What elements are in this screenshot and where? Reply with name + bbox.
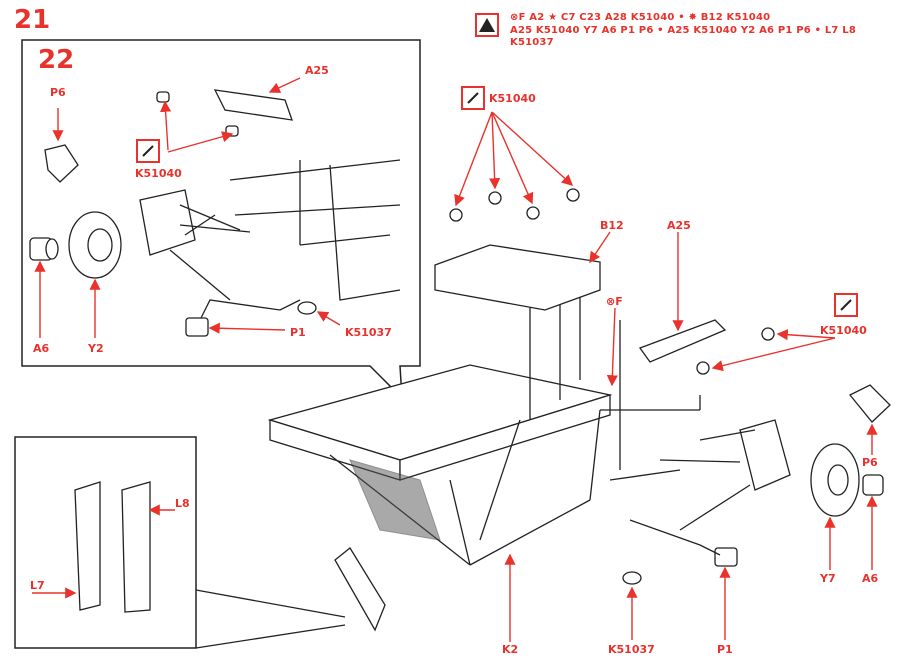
k51040-screw-icon-top (461, 86, 485, 110)
label-inset-k51040: K51040 (135, 167, 182, 180)
parts-list: ⊗F A2 ★ C7 C23 A28 K51040 • ✸ B12 K51040… (510, 12, 900, 50)
label-inset-p1: P1 (290, 326, 306, 339)
parts-list-line-2: A25 K51040 Y7 A6 P1 P6 • A25 K51040 Y2 A… (510, 24, 856, 36)
inset-k51040-screw-icon (136, 139, 160, 163)
label-p6: P6 (862, 456, 878, 469)
label-l7: L7 (30, 579, 45, 592)
a25-part (638, 319, 727, 363)
label-k51037: K51037 (608, 643, 655, 656)
label-l8: L8 (175, 497, 190, 510)
main-chassis-frame (267, 285, 701, 566)
triangle-warning-icon (475, 13, 499, 37)
label-b12: B12 (600, 219, 624, 232)
label-inset-k51037: K51037 (345, 326, 392, 339)
step-number-main: 21 (14, 5, 50, 35)
k51040-screws (449, 188, 775, 375)
label-k2: K2 (502, 643, 518, 656)
inset-box-flaps (14, 436, 197, 649)
label-inset-a25: A25 (305, 64, 329, 77)
parts-list-line-1: ⊗F A2 ★ C7 C23 A28 K51040 • ✸ B12 K51040 (510, 12, 771, 23)
label-a6: A6 (862, 572, 879, 585)
label-top-k51040: K51040 (489, 92, 536, 105)
k51040-screw-icon-right (834, 293, 858, 317)
label-inset-p6: P6 (50, 86, 66, 99)
label-inset-a6: A6 (33, 342, 50, 355)
inset-pointer (195, 589, 346, 649)
inset-suspension-assembly (29, 89, 401, 337)
label-p1: P1 (717, 643, 733, 656)
label-a25: A25 (667, 219, 691, 232)
label-y7: Y7 (819, 572, 836, 585)
b12-part (434, 244, 601, 311)
right-suspension-assembly (629, 384, 891, 567)
label-f: ⊗F (606, 295, 623, 308)
label-right-k51040: K51040 (820, 324, 867, 337)
l7-l8-flaps (74, 481, 642, 632)
inset-box-step-22 (21, 39, 421, 400)
parts-list-line-3: K51037 (510, 37, 554, 48)
label-inset-y2: Y2 (87, 342, 104, 355)
step-number-inset: 22 (38, 45, 74, 75)
